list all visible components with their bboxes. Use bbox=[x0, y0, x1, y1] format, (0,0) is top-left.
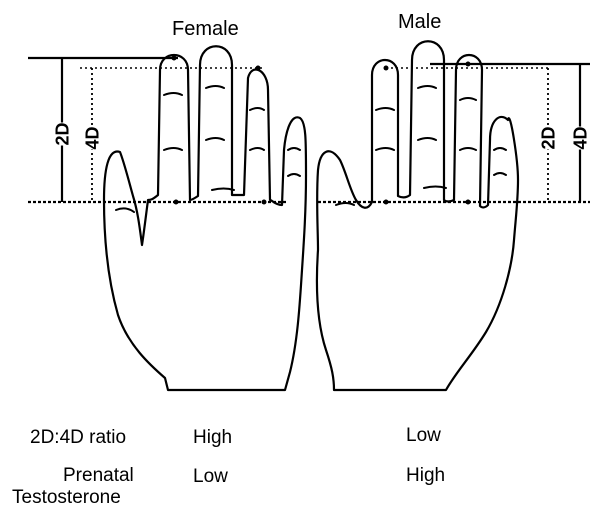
male-2d-label: 2D bbox=[538, 126, 560, 149]
female-2d-label: 2D bbox=[52, 122, 74, 145]
ratio-row-label: 2D:4D ratio bbox=[30, 428, 126, 447]
hands-diagram bbox=[0, 0, 603, 400]
female-testosterone-value: Low bbox=[193, 467, 228, 486]
testosterone-row-label-line2: Testosterone bbox=[12, 488, 121, 507]
male-ratio-value: Low bbox=[406, 426, 441, 445]
female-title: Female bbox=[172, 19, 239, 39]
female-hand-outline bbox=[104, 46, 306, 390]
female-4d-label: 4D bbox=[82, 126, 104, 149]
male-testosterone-value: High bbox=[406, 466, 445, 485]
male-hand-outline bbox=[317, 41, 518, 390]
female-ratio-value: High bbox=[193, 428, 232, 447]
male-title: Male bbox=[398, 12, 441, 32]
testosterone-row-label-line1: Prenatal bbox=[63, 466, 134, 485]
male-4d-label: 4D bbox=[570, 126, 592, 149]
